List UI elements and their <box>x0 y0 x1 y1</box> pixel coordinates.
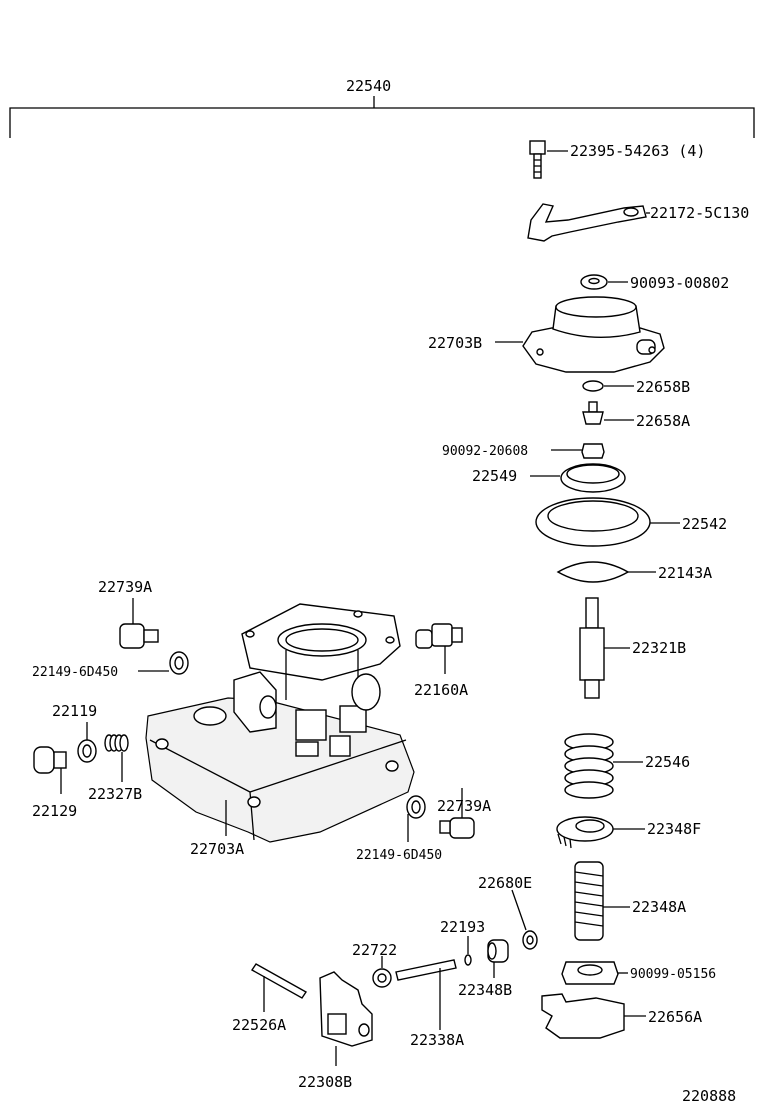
washer-small-part <box>511 889 538 950</box>
screw-shaft-part <box>574 861 630 941</box>
label-plug-left: 22129 <box>32 802 77 820</box>
nut-part <box>551 443 605 459</box>
label-bushing: 22722 <box>352 941 397 959</box>
label-gear: 22348F <box>647 820 701 838</box>
label-main-assembly: 22540 <box>346 77 391 95</box>
label-plate: 22143A <box>658 564 712 582</box>
label-retainer: 22549 <box>472 467 517 485</box>
plug-left-part <box>33 746 67 794</box>
pin-part <box>250 963 308 1012</box>
plug-upper-part <box>119 598 159 649</box>
label-screw-shaft: 22348A <box>632 898 686 916</box>
plug-right-part <box>439 788 475 839</box>
label-diaphragm: 22542 <box>682 515 727 533</box>
gasket-right-part <box>406 795 426 842</box>
lock-nut-part <box>561 961 628 985</box>
fitting-part <box>582 401 634 425</box>
label-bolt: 22395-54263 (4) <box>570 142 705 160</box>
label-fitting: 22658A <box>636 412 690 430</box>
rod-part <box>579 597 630 699</box>
bolt-part <box>529 140 568 179</box>
label-union: 22160A <box>414 681 468 699</box>
label-plug-right: 22739A <box>437 797 491 815</box>
label-drawing-code: 220888 <box>682 1087 736 1105</box>
shaft-long-part <box>395 959 457 1030</box>
label-nut: 90092-20608 <box>442 444 528 459</box>
label-spring: 22546 <box>645 753 690 771</box>
label-collar: 22348B <box>458 981 512 999</box>
label-lever: 22308B <box>298 1073 352 1091</box>
label-cover: 22703B <box>428 334 482 352</box>
collar-part <box>487 939 509 978</box>
gasket-upper-part <box>138 651 189 675</box>
label-gasket-right: 22149-6D450 <box>356 848 442 863</box>
label-screw: 22119 <box>52 702 97 720</box>
body-part <box>145 603 415 843</box>
label-clip: 22656A <box>648 1008 702 1026</box>
label-washer-top: 90093-00802 <box>630 274 729 292</box>
label-o-ring: 22658B <box>636 378 690 396</box>
label-lock-nut: 90099-05156 <box>630 967 716 982</box>
label-gasket-upper: 22149-6D450 <box>32 665 118 680</box>
plate-part <box>556 561 656 583</box>
assembly-bracket <box>9 96 755 138</box>
washer-top-part <box>580 274 628 290</box>
label-bracket: 22172-5C130 <box>650 204 749 222</box>
spring-small-part <box>104 734 129 782</box>
o-ring-part <box>582 380 634 392</box>
label-spring-small: 22327B <box>88 785 142 803</box>
diaphragm-part <box>535 497 680 547</box>
lever-part <box>319 971 373 1066</box>
screw-part <box>77 722 97 763</box>
union-part <box>415 623 463 674</box>
label-plug-upper: 22739A <box>98 578 152 596</box>
bushing-part <box>372 956 392 988</box>
spring-part <box>564 733 643 799</box>
label-rod: 22321B <box>632 639 686 657</box>
bracket-part <box>527 203 650 242</box>
label-body: 22703A <box>190 840 244 858</box>
cover-part <box>495 296 665 373</box>
gear-part <box>556 816 645 849</box>
retainer-part <box>530 463 626 493</box>
clip-part <box>541 993 646 1039</box>
label-pin: 22526A <box>232 1016 286 1034</box>
label-shaft-long: 22338A <box>410 1031 464 1049</box>
label-washer-small: 22680E <box>478 874 532 892</box>
ring-small-part <box>464 936 472 966</box>
label-ring-small: 22193 <box>440 918 485 936</box>
